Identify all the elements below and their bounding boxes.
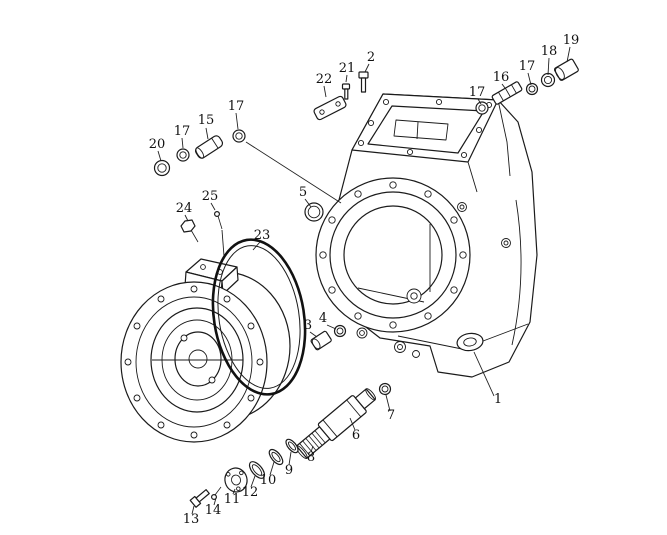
- callout-part-2: 2: [364, 50, 375, 73]
- part-25-pin: [214, 211, 225, 257]
- callout-part-1: 1: [473, 351, 502, 407]
- part-20-washer: [153, 159, 171, 177]
- callout-label-11: 11: [224, 492, 241, 507]
- callout-label-14: 14: [205, 503, 222, 518]
- part-18-snap-ring: [540, 72, 556, 88]
- callout-label-24: 24: [176, 201, 193, 216]
- assembly-line: [245, 141, 342, 204]
- part-24-bolt: [180, 219, 199, 243]
- callout-part-9: 9: [285, 451, 293, 478]
- part-4-ring: [333, 324, 347, 338]
- callout-label-20: 20: [149, 137, 166, 152]
- callout-part-16: 16: [493, 70, 510, 89]
- part-15-pin: [194, 135, 224, 159]
- callout-label-13: 13: [183, 512, 200, 527]
- part-16-valve-spool: [491, 81, 523, 105]
- part-5-oring: [304, 202, 324, 222]
- callout-part-10: 10: [260, 461, 277, 488]
- part-9-ring: [285, 438, 299, 454]
- callout-label-5: 5: [299, 185, 307, 200]
- part-transmission-case: [315, 93, 538, 378]
- callout-label-4: 4: [319, 311, 327, 326]
- callout-label-6: 6: [352, 428, 360, 443]
- callout-label-12: 12: [242, 485, 259, 500]
- part-19-plug: [553, 58, 579, 81]
- callout-label-7: 7: [387, 408, 395, 423]
- part-14-pin: [211, 486, 222, 501]
- callout-label-10: 10: [260, 473, 277, 488]
- callout-label-18: 18: [541, 44, 558, 59]
- part-6-8-splined-shaft: [295, 388, 376, 459]
- callout-label-2: 2: [367, 50, 375, 65]
- callout-part-6: 6: [349, 417, 360, 443]
- part-17-oring-topleft-b: [232, 129, 246, 143]
- part-11-cover-plate: [224, 467, 248, 493]
- callout-label-16: 16: [493, 70, 510, 85]
- callout-part-23: 23: [252, 228, 271, 251]
- callout-label-23: 23: [254, 228, 271, 243]
- callout-part-15: 15: [198, 113, 215, 140]
- part-7-oring: [378, 382, 392, 396]
- callout-part-25: 25: [202, 189, 219, 211]
- callout-part-21: 21: [339, 61, 356, 83]
- callout-part-5: 5: [299, 185, 312, 208]
- part-12-ring: [248, 461, 266, 479]
- callout-part-22: 22: [316, 72, 333, 98]
- callout-part-12: 12: [242, 475, 259, 500]
- callout-label-1: 1: [494, 392, 502, 407]
- callout-part-17-tl-a: 17: [174, 124, 191, 149]
- callout-label-9: 9: [285, 463, 293, 478]
- callout-part-19: 19: [563, 33, 580, 63]
- callout-part-17-tr-a: 17: [469, 85, 486, 105]
- part-22-cover-plate: [313, 95, 347, 121]
- part-17-oring-topright-a: [475, 101, 489, 115]
- callout-part-13: 13: [183, 505, 200, 527]
- callout-part-18: 18: [541, 44, 558, 76]
- callout-label-3: 3: [304, 318, 312, 333]
- callout-label-17-tr-a: 17: [469, 85, 486, 100]
- callout-part-17-tr-b: 17: [519, 59, 536, 86]
- callout-label-19: 19: [563, 33, 580, 48]
- callout-label-17-tr-b: 17: [519, 59, 536, 74]
- callout-part-24: 24: [176, 201, 193, 222]
- part-13-bolt: [189, 489, 210, 508]
- callout-part-14: 14: [205, 497, 222, 518]
- part-3-plug: [310, 330, 332, 351]
- callout-label-25: 25: [202, 189, 219, 204]
- part-23-seal-ring: [211, 238, 307, 396]
- part-21-bolt: [341, 83, 351, 100]
- part-2-bolt: [358, 71, 369, 93]
- callout-label-17-tl-b: 17: [228, 99, 245, 114]
- callout-part-20: 20: [149, 137, 166, 162]
- callout-part-11: 11: [224, 488, 241, 507]
- callout-part-17-tl-b: 17: [228, 99, 245, 130]
- callout-label-22: 22: [316, 72, 333, 87]
- callout-label-8: 8: [307, 450, 315, 465]
- callout-label-17-tl-a: 17: [174, 124, 191, 139]
- callout-label-21: 21: [339, 61, 356, 76]
- part-clutch-housing: [120, 258, 291, 443]
- callout-part-3: 3: [304, 318, 318, 338]
- callout-part-7: 7: [385, 394, 395, 423]
- callout-part-4: 4: [319, 311, 337, 330]
- part-17-oring-topleft-a: [176, 148, 190, 162]
- callout-label-15: 15: [198, 113, 215, 128]
- part-17-oring-topright-b: [525, 82, 539, 96]
- callout-part-8: 8: [307, 445, 315, 465]
- part-10-ring: [268, 448, 284, 466]
